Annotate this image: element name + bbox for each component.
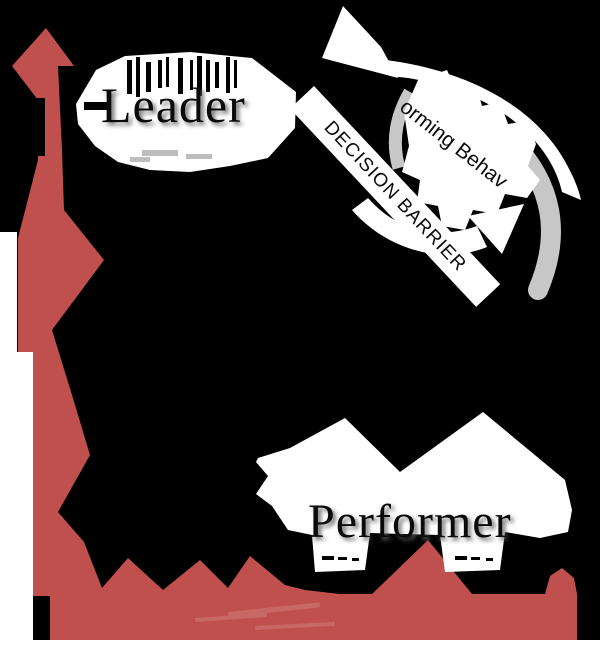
cycle-arrowhead-upper [322,6,398,78]
leader-faint-streaks [130,150,212,162]
black-block-top [17,98,45,156]
cycle-center-blob [402,70,540,230]
bar-swoosh-marks [195,602,336,630]
performer-label: Performer [308,495,512,548]
red-peak [372,540,472,594]
gray-arc-left [388,88,416,170]
cycle-arrow-upper-body [386,60,581,200]
leader-label: Leader [101,77,246,133]
performer-cloud [256,412,572,572]
leader-cut-text-stems [127,56,237,97]
black-block-bottom [35,596,50,640]
red-zigzag-arrow [12,28,577,640]
leader-dash [84,102,108,110]
cycle-arrowhead-lower [468,204,524,254]
performer-cut-text-marks [322,556,493,561]
